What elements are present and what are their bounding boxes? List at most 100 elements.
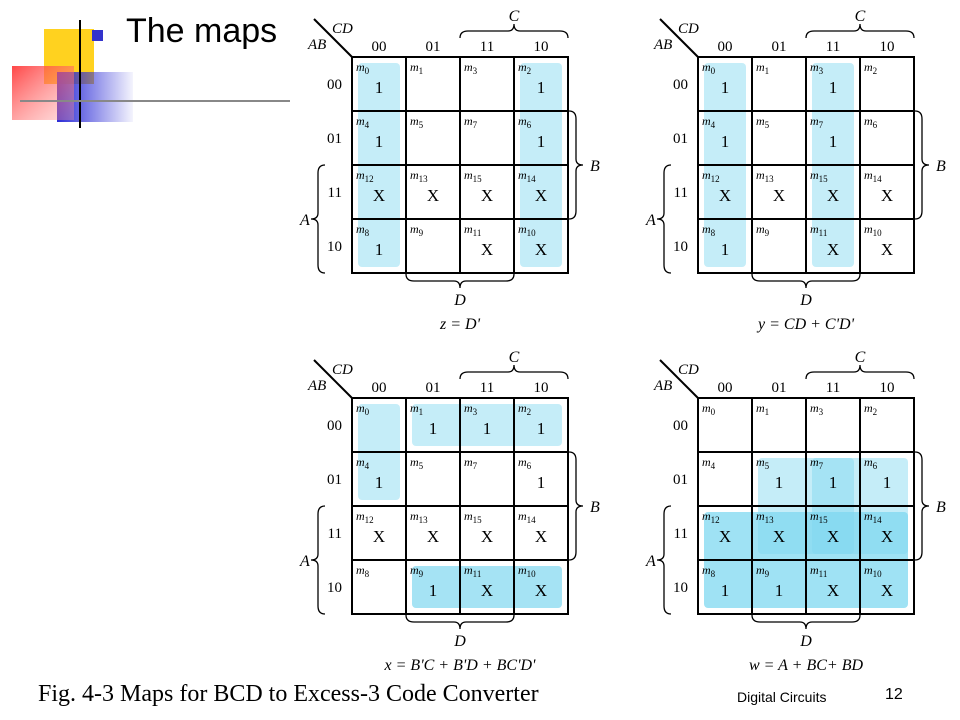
kmap-equation: w = A + BC+ BD	[749, 657, 863, 674]
minterm-label: m8	[702, 563, 716, 579]
cell-value: 1	[829, 473, 838, 492]
cell-value: 1	[537, 419, 546, 438]
red-square	[12, 66, 74, 120]
brace-c	[459, 364, 569, 380]
row-label: 01	[673, 131, 688, 147]
kmap-equation: x = B'C + B'D + BC'D'	[384, 657, 537, 674]
title-bullet	[92, 30, 103, 41]
brace-b-label: B	[590, 499, 600, 516]
brace-c	[805, 364, 915, 380]
brace-d	[751, 273, 861, 289]
brace-c-label: C	[509, 349, 520, 366]
minterm-label: m11	[810, 563, 827, 579]
cell-value: 1	[375, 240, 384, 259]
minterm-label: m1	[756, 401, 769, 417]
column-label: 10	[880, 39, 895, 55]
row-label: 11	[328, 185, 342, 201]
cell-value: X	[827, 527, 839, 546]
kmap-x-group	[412, 566, 562, 608]
cell-value: X	[719, 527, 731, 546]
cell-value: X	[773, 186, 785, 205]
column-label: 01	[772, 380, 787, 396]
minterm-label: m12	[356, 168, 374, 184]
row-variable: AB	[653, 378, 672, 394]
minterm-label: m6	[864, 114, 878, 130]
minterm-label: m9	[756, 222, 770, 238]
cell-value: 1	[429, 581, 438, 600]
cell-value: X	[481, 527, 493, 546]
minterm-label: m9	[756, 563, 770, 579]
cell-value: X	[535, 186, 547, 205]
brace-b-label: B	[936, 158, 946, 175]
minterm-label: m1	[410, 60, 423, 76]
cell-value: 1	[375, 132, 384, 151]
minterm-label: m4	[702, 455, 716, 471]
cell-value: X	[535, 240, 547, 259]
minterm-label: m2	[864, 60, 877, 76]
brace-a-label: A	[299, 212, 310, 229]
kmap-equation: z = D'	[439, 316, 481, 333]
column-label: 11	[480, 39, 494, 55]
cell-value: X	[373, 527, 385, 546]
column-label: 01	[772, 39, 787, 55]
column-label: 10	[880, 380, 895, 396]
row-label: 10	[673, 580, 688, 596]
minterm-label: m10	[518, 222, 536, 238]
row-variable: AB	[307, 37, 326, 53]
brace-d-label: D	[453, 633, 466, 650]
row-label: 11	[328, 526, 342, 542]
row-label: 10	[327, 580, 342, 596]
brace-a	[656, 505, 672, 615]
cell-value: X	[881, 527, 893, 546]
cell-value: 1	[721, 78, 730, 97]
kmap-x-group	[412, 404, 562, 446]
minterm-label: m1	[756, 60, 769, 76]
row-variable: AB	[653, 37, 672, 53]
cell-value: 1	[721, 132, 730, 151]
cell-value: 1	[375, 473, 384, 492]
row-label: 11	[674, 526, 688, 542]
column-label: 01	[426, 39, 441, 55]
minterm-label: m4	[702, 114, 716, 130]
minterm-label: m7	[810, 455, 824, 471]
minterm-label: m2	[518, 401, 531, 417]
cell-value: 1	[429, 419, 438, 438]
row-variable: AB	[307, 378, 326, 394]
column-label: 11	[826, 380, 840, 396]
minterm-label: m0	[702, 401, 716, 417]
column-label: 11	[480, 380, 494, 396]
minterm-label: m13	[410, 168, 428, 184]
slide-title: The maps	[126, 12, 278, 50]
kmap-x-group	[412, 566, 562, 608]
cell-value: X	[827, 581, 839, 600]
cell-value: X	[481, 240, 493, 259]
brace-a	[656, 164, 672, 274]
minterm-label: m0	[702, 60, 716, 76]
minterm-label: m14	[864, 168, 882, 184]
minterm-label: m8	[356, 222, 370, 238]
column-label: 10	[534, 39, 549, 55]
minterm-label: m6	[864, 455, 878, 471]
corner-diagonal	[313, 18, 353, 58]
cell-value: X	[719, 186, 731, 205]
minterm-label: m3	[810, 401, 824, 417]
brace-d	[405, 273, 515, 289]
minterm-label: m12	[356, 509, 374, 525]
cell-value: X	[481, 581, 493, 600]
brace-a-label: A	[645, 212, 656, 229]
corner-diagonal	[659, 18, 699, 58]
brace-a	[310, 505, 326, 615]
cell-value: X	[535, 527, 547, 546]
column-label: 01	[426, 380, 441, 396]
minterm-label: m0	[356, 60, 370, 76]
minterm-label: m15	[810, 509, 828, 525]
row-label: 01	[673, 472, 688, 488]
cell-value: 1	[375, 78, 384, 97]
brace-c-label: C	[855, 8, 866, 25]
row-label: 00	[673, 77, 688, 93]
brace-b-label: B	[936, 499, 946, 516]
column-label: 00	[718, 39, 733, 55]
